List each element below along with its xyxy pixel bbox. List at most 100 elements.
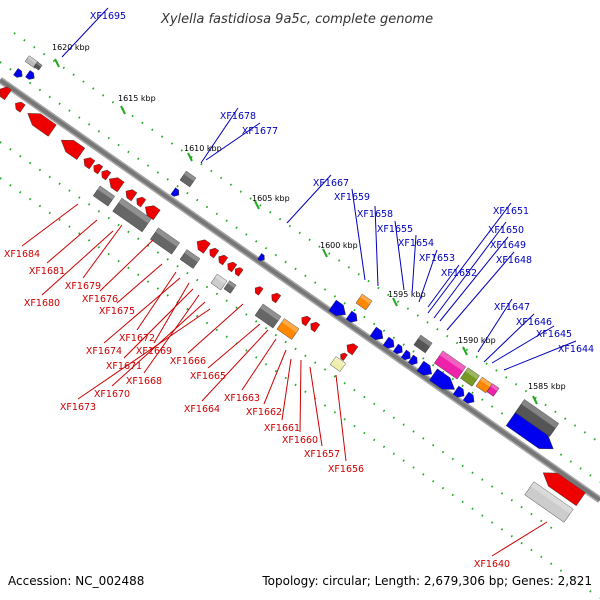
- gene-label: XF1695: [90, 11, 126, 22]
- gene-arrow-shape: [83, 157, 96, 170]
- gene-label: XF1664: [184, 404, 220, 415]
- gene-label: XF1680: [24, 298, 60, 309]
- gene-arrow: [429, 368, 455, 390]
- gene-arrow-shape: [382, 336, 395, 349]
- gene-arrow-shape: [416, 360, 432, 376]
- gene-label: XF1678: [220, 111, 256, 122]
- scale-label-1600: 1600 kbp: [320, 241, 358, 250]
- gene-arrow: [257, 253, 265, 262]
- label-leader-line: [483, 313, 535, 363]
- gene-arrow-shape: [125, 189, 138, 202]
- gene-box: [210, 273, 228, 291]
- gene-box-highlight: [521, 399, 559, 429]
- gene-box: [276, 318, 300, 340]
- gene-arrow: [340, 352, 348, 361]
- gene-arrow-shape: [505, 412, 554, 450]
- gene-arrow: [125, 189, 138, 202]
- scale-label-1615: 1615 kbp: [118, 94, 156, 103]
- gene-arrow-shape: [60, 139, 86, 160]
- gene-label: XF1663: [224, 393, 260, 404]
- gene-arrow-shape: [400, 349, 411, 361]
- gene-arrow: [25, 70, 35, 80]
- gene-arrow-shape: [13, 68, 23, 78]
- gene-box-shape: [150, 227, 180, 255]
- tick-marks: [54, 58, 538, 405]
- gene-arrow-shape: [170, 187, 180, 197]
- gene-label: XF1645: [536, 329, 572, 340]
- gene-arrow: [382, 336, 395, 349]
- gene-arrow: [254, 286, 264, 296]
- gene-arrow: [346, 343, 359, 356]
- gene-label: XF1667: [313, 178, 349, 189]
- scale-label-1605: 1605 kbp: [252, 194, 290, 203]
- gene-arrow-shape: [452, 385, 465, 398]
- gene-box-highlight: [118, 198, 152, 224]
- gene-arrow-shape: [346, 343, 359, 356]
- label-leader-line: [61, 7, 109, 58]
- map-title: Xylella fastidiosa 9a5c, complete genome: [160, 12, 433, 27]
- gene-arrow: [542, 472, 586, 507]
- gene-arrow: [145, 205, 161, 221]
- gene-box-shape: [112, 197, 152, 233]
- gene-arrow-shape: [257, 253, 265, 262]
- label-leader-line: [41, 230, 114, 296]
- gene-box-highlight: [260, 303, 282, 321]
- gene-arrow: [400, 349, 411, 361]
- gene-box-shape: [524, 481, 574, 523]
- gene-arrow-shape: [218, 254, 229, 266]
- label-leader-line: [427, 202, 512, 314]
- gene-box-shape: [92, 185, 116, 207]
- gene-label: XF1649: [490, 240, 526, 251]
- gene-arrow-shape: [254, 286, 264, 296]
- gene-label: XF1684: [4, 249, 40, 260]
- gene-label: XF1670: [94, 389, 130, 400]
- gene-box-highlight: [480, 377, 493, 388]
- label-leader-line: [153, 282, 190, 344]
- gene-box-shape: [486, 383, 500, 397]
- gene-arrow-shape: [271, 292, 282, 304]
- label-leader-line: [446, 251, 515, 331]
- label-leader-line: [299, 359, 302, 433]
- gene-box: [179, 170, 197, 188]
- gene-arrow: [101, 169, 112, 181]
- label-leader-line: [439, 236, 509, 322]
- gene-arrow-shape: [27, 113, 57, 137]
- gene-arrow-shape: [462, 391, 475, 404]
- gene-label: XF1679: [65, 281, 101, 292]
- gene-arrow-shape: [234, 267, 244, 277]
- gene-arrow: [93, 163, 104, 175]
- gene-label: XF1676: [82, 294, 118, 305]
- gene-label: XF1669: [136, 346, 172, 357]
- label-leader-line: [477, 298, 513, 353]
- gene-label: XF1653: [419, 253, 455, 264]
- gene-label: XF1673: [60, 402, 96, 413]
- label-leader-line: [309, 366, 323, 447]
- gene-arrow: [369, 326, 384, 341]
- gene-arrow-shape: [340, 352, 348, 361]
- gene-box-shape: [460, 367, 480, 387]
- gene-label: XF1662: [246, 407, 282, 418]
- scale-label-1585: 1585 kbp: [528, 382, 566, 391]
- label-leader-line: [286, 174, 332, 224]
- label-leader-line: [103, 277, 181, 344]
- gene-label: XF1657: [304, 449, 340, 460]
- label-leader-line: [394, 220, 405, 291]
- label-leader-line: [21, 203, 79, 247]
- gene-arrow-shape: [109, 177, 125, 193]
- gene-arrow-shape: [93, 163, 104, 175]
- label-leader-line: [418, 249, 438, 303]
- gene-arrow: [345, 310, 358, 323]
- label-leader-line: [491, 521, 548, 557]
- gene-box-highlight: [465, 367, 480, 380]
- gene-box-shape: [179, 249, 201, 269]
- gene-box-highlight: [281, 318, 300, 333]
- gene-box-highlight: [227, 280, 237, 289]
- gene-label: XF1674: [86, 346, 122, 357]
- gene-box-highlight: [333, 356, 346, 367]
- gene-box-highlight: [27, 55, 39, 65]
- gene-arrow: [392, 343, 403, 355]
- gene-box: [524, 481, 574, 523]
- scale-label-1595: 1595 kbp: [388, 290, 426, 299]
- label-leader-line: [207, 323, 261, 369]
